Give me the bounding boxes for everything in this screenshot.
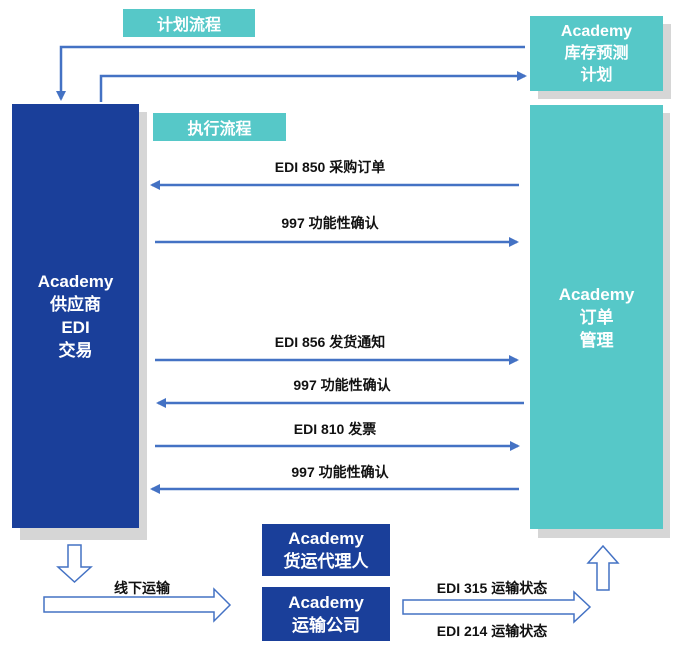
supplier-line-4: 交易 xyxy=(58,341,93,360)
supplier-line-2: 供应商 xyxy=(50,295,101,314)
status-hollow-arrow xyxy=(402,590,592,624)
label-ack-3: 997 功能性确认 xyxy=(291,464,389,480)
plan-flow-tag: 计划流程 xyxy=(123,9,255,37)
offline-hollow-arrow xyxy=(43,587,232,623)
exec-flow-tag: 执行流程 xyxy=(153,113,286,141)
order-line-1: Academy xyxy=(558,284,635,304)
forwarder-line-2: 货运代理人 xyxy=(283,552,369,571)
order-line-2: 订单 xyxy=(579,307,614,327)
inventory-forecast-box: Academy 库存预测 计划 xyxy=(530,16,663,91)
plan-arrow-to-supplier xyxy=(56,45,525,101)
supplier-line-1: Academy xyxy=(37,272,114,291)
plan-arrow-to-inventory xyxy=(99,71,527,102)
carrier-line-1: Academy xyxy=(288,593,364,612)
supplier-edi-box: Academy 供应商 EDI 交易 xyxy=(12,104,139,528)
inventory-line-1: Academy xyxy=(560,22,633,40)
up-hollow-arrow xyxy=(586,544,620,591)
inventory-line-2: 库存预测 xyxy=(564,44,629,62)
order-management-box: Academy 订单 管理 xyxy=(530,105,663,529)
label-edi-850: EDI 850 采购订单 xyxy=(274,159,386,175)
carrier-line-2: 运输公司 xyxy=(292,616,360,635)
carrier-box: Academy 运输公司 xyxy=(262,587,390,641)
freight-forwarder-box: Academy 货运代理人 xyxy=(262,524,390,576)
forwarder-line-1: Academy xyxy=(288,529,364,548)
label-ack-2: 997 功能性确认 xyxy=(293,377,391,393)
order-line-3: 管理 xyxy=(579,330,614,350)
label-offline-transport: 线下运输 xyxy=(114,580,170,596)
label-edi-214: EDI 214 运输状态 xyxy=(436,623,548,639)
label-ack-1: 997 功能性确认 xyxy=(281,215,379,231)
label-edi-810: EDI 810 发票 xyxy=(293,421,377,437)
label-edi-315: EDI 315 运输状态 xyxy=(436,580,548,596)
down-hollow-arrow xyxy=(56,544,93,584)
supplier-line-3: EDI xyxy=(61,318,90,337)
inventory-line-3: 计划 xyxy=(580,66,613,84)
label-edi-856: EDI 856 发货通知 xyxy=(274,334,386,350)
